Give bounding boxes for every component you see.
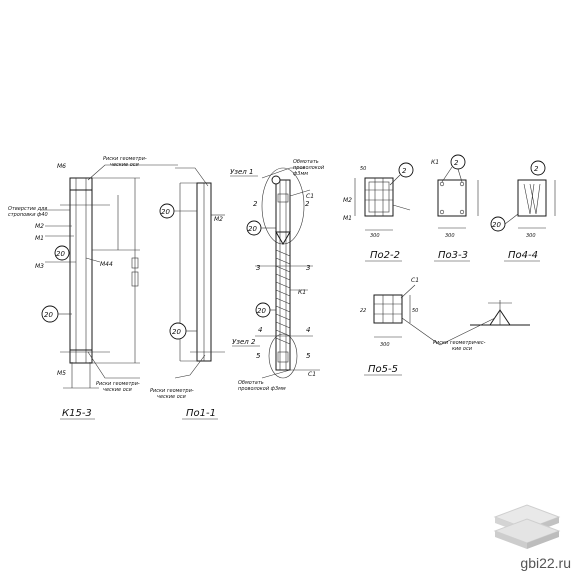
callout-20e: 20 xyxy=(248,225,257,233)
title-k15-3: К15-3 xyxy=(62,408,92,419)
callout-4-b: 4 xyxy=(306,326,310,334)
node-2-label: Узел 2 xyxy=(232,338,256,346)
note-wrap-1-l1: Обмотать xyxy=(293,159,319,165)
note-geom-axis-c-l2: ческие оси xyxy=(157,394,187,400)
callout-5-b: 5 xyxy=(306,352,311,360)
note-wrap-2-l2: проволокой ф3мм xyxy=(238,386,286,392)
callout-20g: 20 xyxy=(492,221,501,229)
dim-300-d: 300 xyxy=(380,342,390,348)
cage-stirrups xyxy=(275,249,291,345)
callout-2-b: 2 xyxy=(305,200,310,208)
view-p3-3: К1 2 300 По3-3 xyxy=(431,154,479,262)
dim-300-c: 300 xyxy=(526,233,536,239)
view-k15-3: М6 Риски геометри-ческие оси Отверстие д… xyxy=(8,156,178,420)
dim-22: 22 xyxy=(360,308,366,314)
note-geom-axis-l2: ческие оси xyxy=(110,162,140,168)
callout-20a: 20 xyxy=(56,250,65,258)
mark-s1-bottom: С1 xyxy=(308,371,316,378)
note-geom-axis-b-l2: ческие оси xyxy=(103,387,133,393)
title-p5-5: По5-5 xyxy=(368,364,398,375)
mark-m5: М5 xyxy=(57,370,66,377)
callout-20d: 20 xyxy=(161,208,170,216)
note-geom-axis-d: Риски геометричес-кие оси xyxy=(433,340,486,352)
note-geom-axis-b-l1: Риски геометри- xyxy=(96,381,140,387)
dim-50-b: 50 xyxy=(412,308,418,314)
note-wrap-2-l1: Обмотать xyxy=(238,380,264,386)
title-p2-2: По2-2 xyxy=(370,250,400,261)
view-p2-2: 50 М2 М1 300 2 По2-2 xyxy=(343,162,414,262)
mark-m2: М2 xyxy=(35,223,44,230)
callout-20b: 20 xyxy=(44,311,53,319)
title-p4-4: По4-4 xyxy=(508,250,538,261)
dim-50-a: 50 xyxy=(360,166,366,172)
mark-k1-b: К1 xyxy=(431,159,439,166)
mark-m6: М6 xyxy=(57,163,66,170)
mark-m2-b: М2 xyxy=(214,216,223,223)
callout-5-a: 5 xyxy=(256,352,261,360)
mark-m2-c: М2 xyxy=(343,197,352,204)
callout-2-d: 2 xyxy=(454,159,459,167)
mark-s1-c: С1 xyxy=(411,277,419,284)
mark-m3: М3 xyxy=(35,263,44,270)
note-geom-axis-l1: Риски геометри- xyxy=(103,156,147,162)
mark-s1-top: С1 xyxy=(306,193,314,200)
callout-20f: 20 xyxy=(257,307,266,315)
note-hole-l1: Отверстие для xyxy=(8,206,47,212)
note-geom-axis: Риски геометри-ческие оси xyxy=(103,156,147,168)
callout-2-e: 2 xyxy=(534,165,539,173)
view-p4-4: 2 20 300 По4-4 xyxy=(490,160,556,262)
view-p1-1: М2 20 20 Риски геометри-ческие оси По1-1 xyxy=(150,167,225,420)
title-p3-3: По3-3 xyxy=(438,250,468,261)
callout-2-c: 2 xyxy=(402,167,407,175)
mark-m1: М1 xyxy=(35,235,44,242)
dim-300-b: 300 xyxy=(445,233,455,239)
title-p1-1: По1-1 xyxy=(186,408,216,419)
note-wrap-1-l2: проволокой xyxy=(293,165,325,171)
note-hole-l2: строповки ф40 xyxy=(8,212,48,218)
note-geom-axis-c: Риски геометри-ческие оси xyxy=(150,388,194,400)
callout-20c: 20 xyxy=(172,328,181,336)
site-watermark: gbi22.ru xyxy=(520,555,571,571)
note-wrap-1-l3: ф3мм xyxy=(293,171,308,177)
node-1-label: Узел 1 xyxy=(230,168,253,176)
note-geom-axis-c-l1: Риски геометри- xyxy=(150,388,194,394)
logo-icon xyxy=(493,504,561,549)
mark-m44: М44 xyxy=(100,261,113,268)
mark-k1: К1 xyxy=(298,289,306,296)
mark-m1-b: М1 xyxy=(343,215,352,222)
note-geom-axis-b: Риски геометри-ческие оси xyxy=(96,381,140,393)
callout-2-a: 2 xyxy=(253,200,258,208)
callout-3-b: 3 xyxy=(306,264,310,272)
callout-4-a: 4 xyxy=(258,326,262,334)
callout-3-a: 3 xyxy=(256,264,260,272)
dim-300-a: 300 xyxy=(370,233,380,239)
view-p5-5: С1 22 300 50 Риски геометричес-кие оси П… xyxy=(360,277,530,376)
